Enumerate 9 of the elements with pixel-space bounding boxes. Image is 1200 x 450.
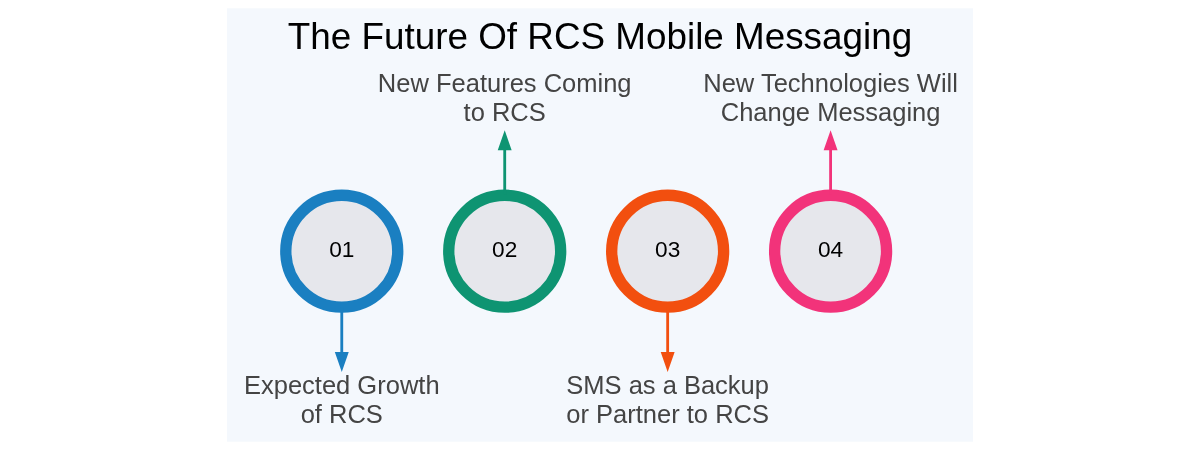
node-text: New Features Coming to RCS: [377, 69, 632, 126]
diagram-title: The Future Of RCS Mobile Messaging: [287, 16, 913, 58]
node-text: New Technologies Will Change Messaging: [703, 69, 958, 126]
node-text: SMS as a Backup or Partner to RCS: [566, 371, 769, 428]
node-text: Expected Growth of RCS: [243, 371, 440, 428]
node-circle: 02: [443, 189, 567, 313]
node-circle: 03: [606, 189, 730, 313]
node-circle: 01: [280, 189, 404, 313]
node-circle: 04: [768, 189, 893, 313]
